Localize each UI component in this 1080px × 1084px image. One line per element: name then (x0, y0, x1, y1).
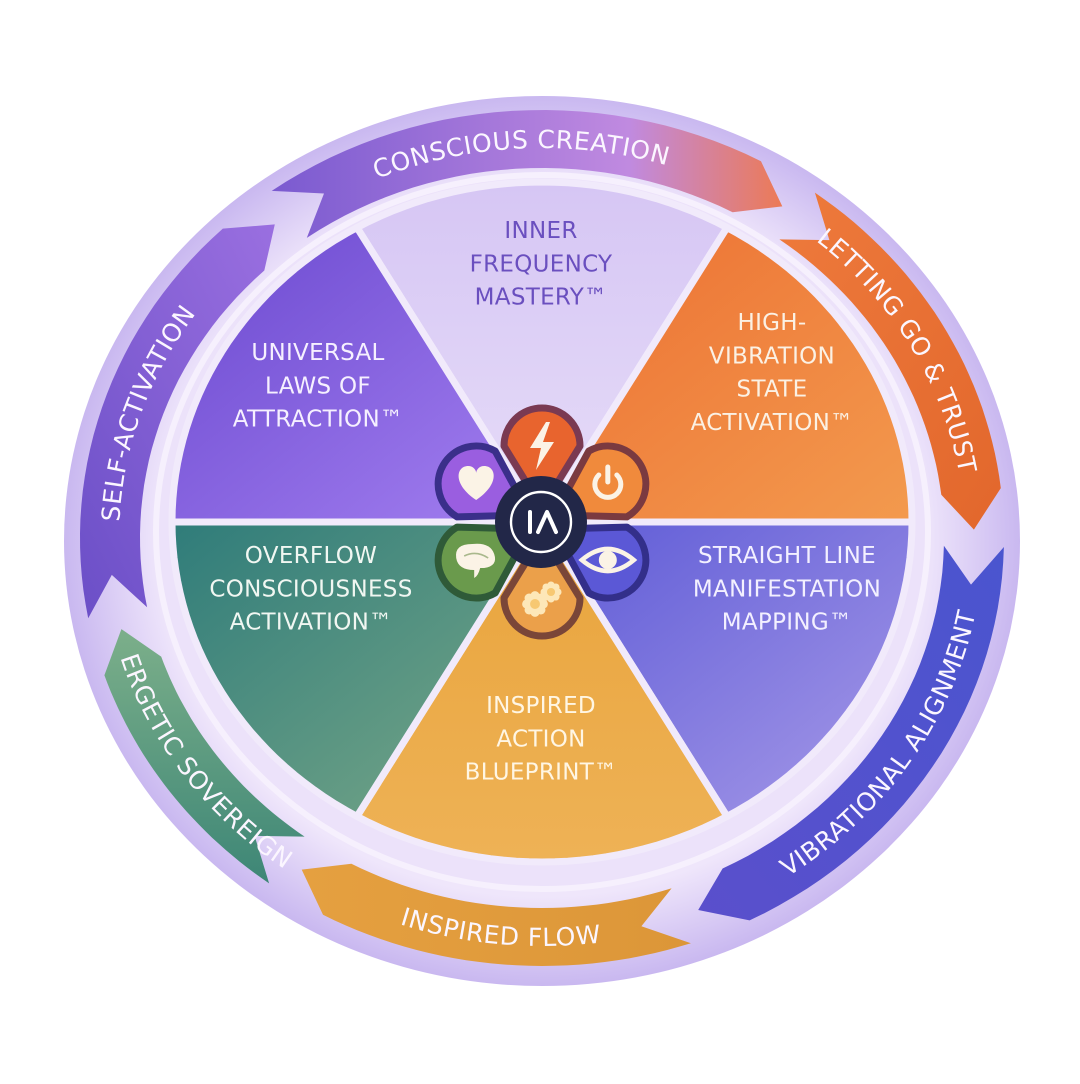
wedge-label: HIGH- VIBRATION STATE ACTIVATION™ (691, 310, 854, 436)
wedge-label-line: STATE (737, 377, 808, 403)
wedge-label-line: INSPIRED (486, 693, 596, 719)
wedge-label: OVERFLOW CONSCIOUSNESS ACTIVATION™ (209, 543, 412, 636)
wedge-label-line: LAWS OF (265, 373, 371, 399)
wedge-label-line: UNIVERSAL (251, 340, 384, 366)
logo-ring (509, 490, 573, 554)
wedge-label: UNIVERSAL LAWS OF ATTRACTION™ (233, 340, 404, 433)
eye-icon (578, 546, 638, 574)
wedge-label-line: MASTERY™ (475, 285, 608, 311)
wedge (353, 518, 731, 866)
wedge-label-line: VIBRATION (709, 343, 835, 369)
petal (500, 404, 584, 512)
ring-arrow-segment (80, 224, 275, 619)
brain-icon (455, 543, 496, 578)
wedge-label-line: ACTIVATION™ (230, 610, 393, 636)
flower-icon (522, 581, 562, 617)
wedge-label: STRAIGHT LINE MANIFESTATION MAPPING™ (693, 543, 881, 636)
wedge-labels: INNER FREQUENCY MASTERY™ HIGH- VIBRATION STAT… (209, 218, 881, 786)
wedge-label-line: HIGH- (738, 310, 807, 336)
wedge-label-line: ATTRACTION™ (233, 407, 404, 433)
wedge-group (168, 178, 916, 866)
wedge (353, 178, 731, 526)
petal-shape (500, 532, 584, 640)
ring-arrow-segment (698, 545, 1004, 921)
logo-letter-a (536, 510, 558, 534)
wedge-label-line: STRAIGHT LINE (698, 543, 876, 569)
power-icon (592, 464, 624, 500)
wedge (538, 224, 916, 526)
wedge (168, 224, 546, 526)
wedge (168, 518, 546, 820)
wedge-label-line: CONSCIOUSNESS (209, 576, 412, 602)
petal (500, 532, 584, 640)
ring-arrow-segment (779, 192, 1001, 530)
wedge-label: INNER FREQUENCY MASTERY™ (470, 218, 613, 311)
ring-arrow-segment (104, 629, 305, 884)
wedge-label-line: FREQUENCY (470, 251, 613, 277)
wedge-label-line: OVERFLOW (245, 543, 377, 569)
wedge (538, 518, 916, 820)
heart-icon (458, 466, 494, 500)
wedge-label-line: ACTIVATION™ (691, 410, 854, 436)
lightning-icon (530, 422, 554, 470)
wedge-label: INSPIRED ACTION BLUEPRINT™ (465, 693, 618, 786)
wedge-label-line: BLUEPRINT™ (465, 760, 618, 786)
center-flower (434, 404, 650, 640)
wedge-label-line: INNER (504, 218, 577, 244)
ring-arrow-segment (301, 863, 691, 966)
wedge-label-line: MANIFESTATION (693, 576, 881, 602)
wedge-label-line: MAPPING™ (722, 610, 853, 636)
ring-arrow-segment (271, 110, 783, 238)
wedge-label-line: ACTION (496, 726, 585, 752)
center-logo: IA (495, 476, 587, 568)
